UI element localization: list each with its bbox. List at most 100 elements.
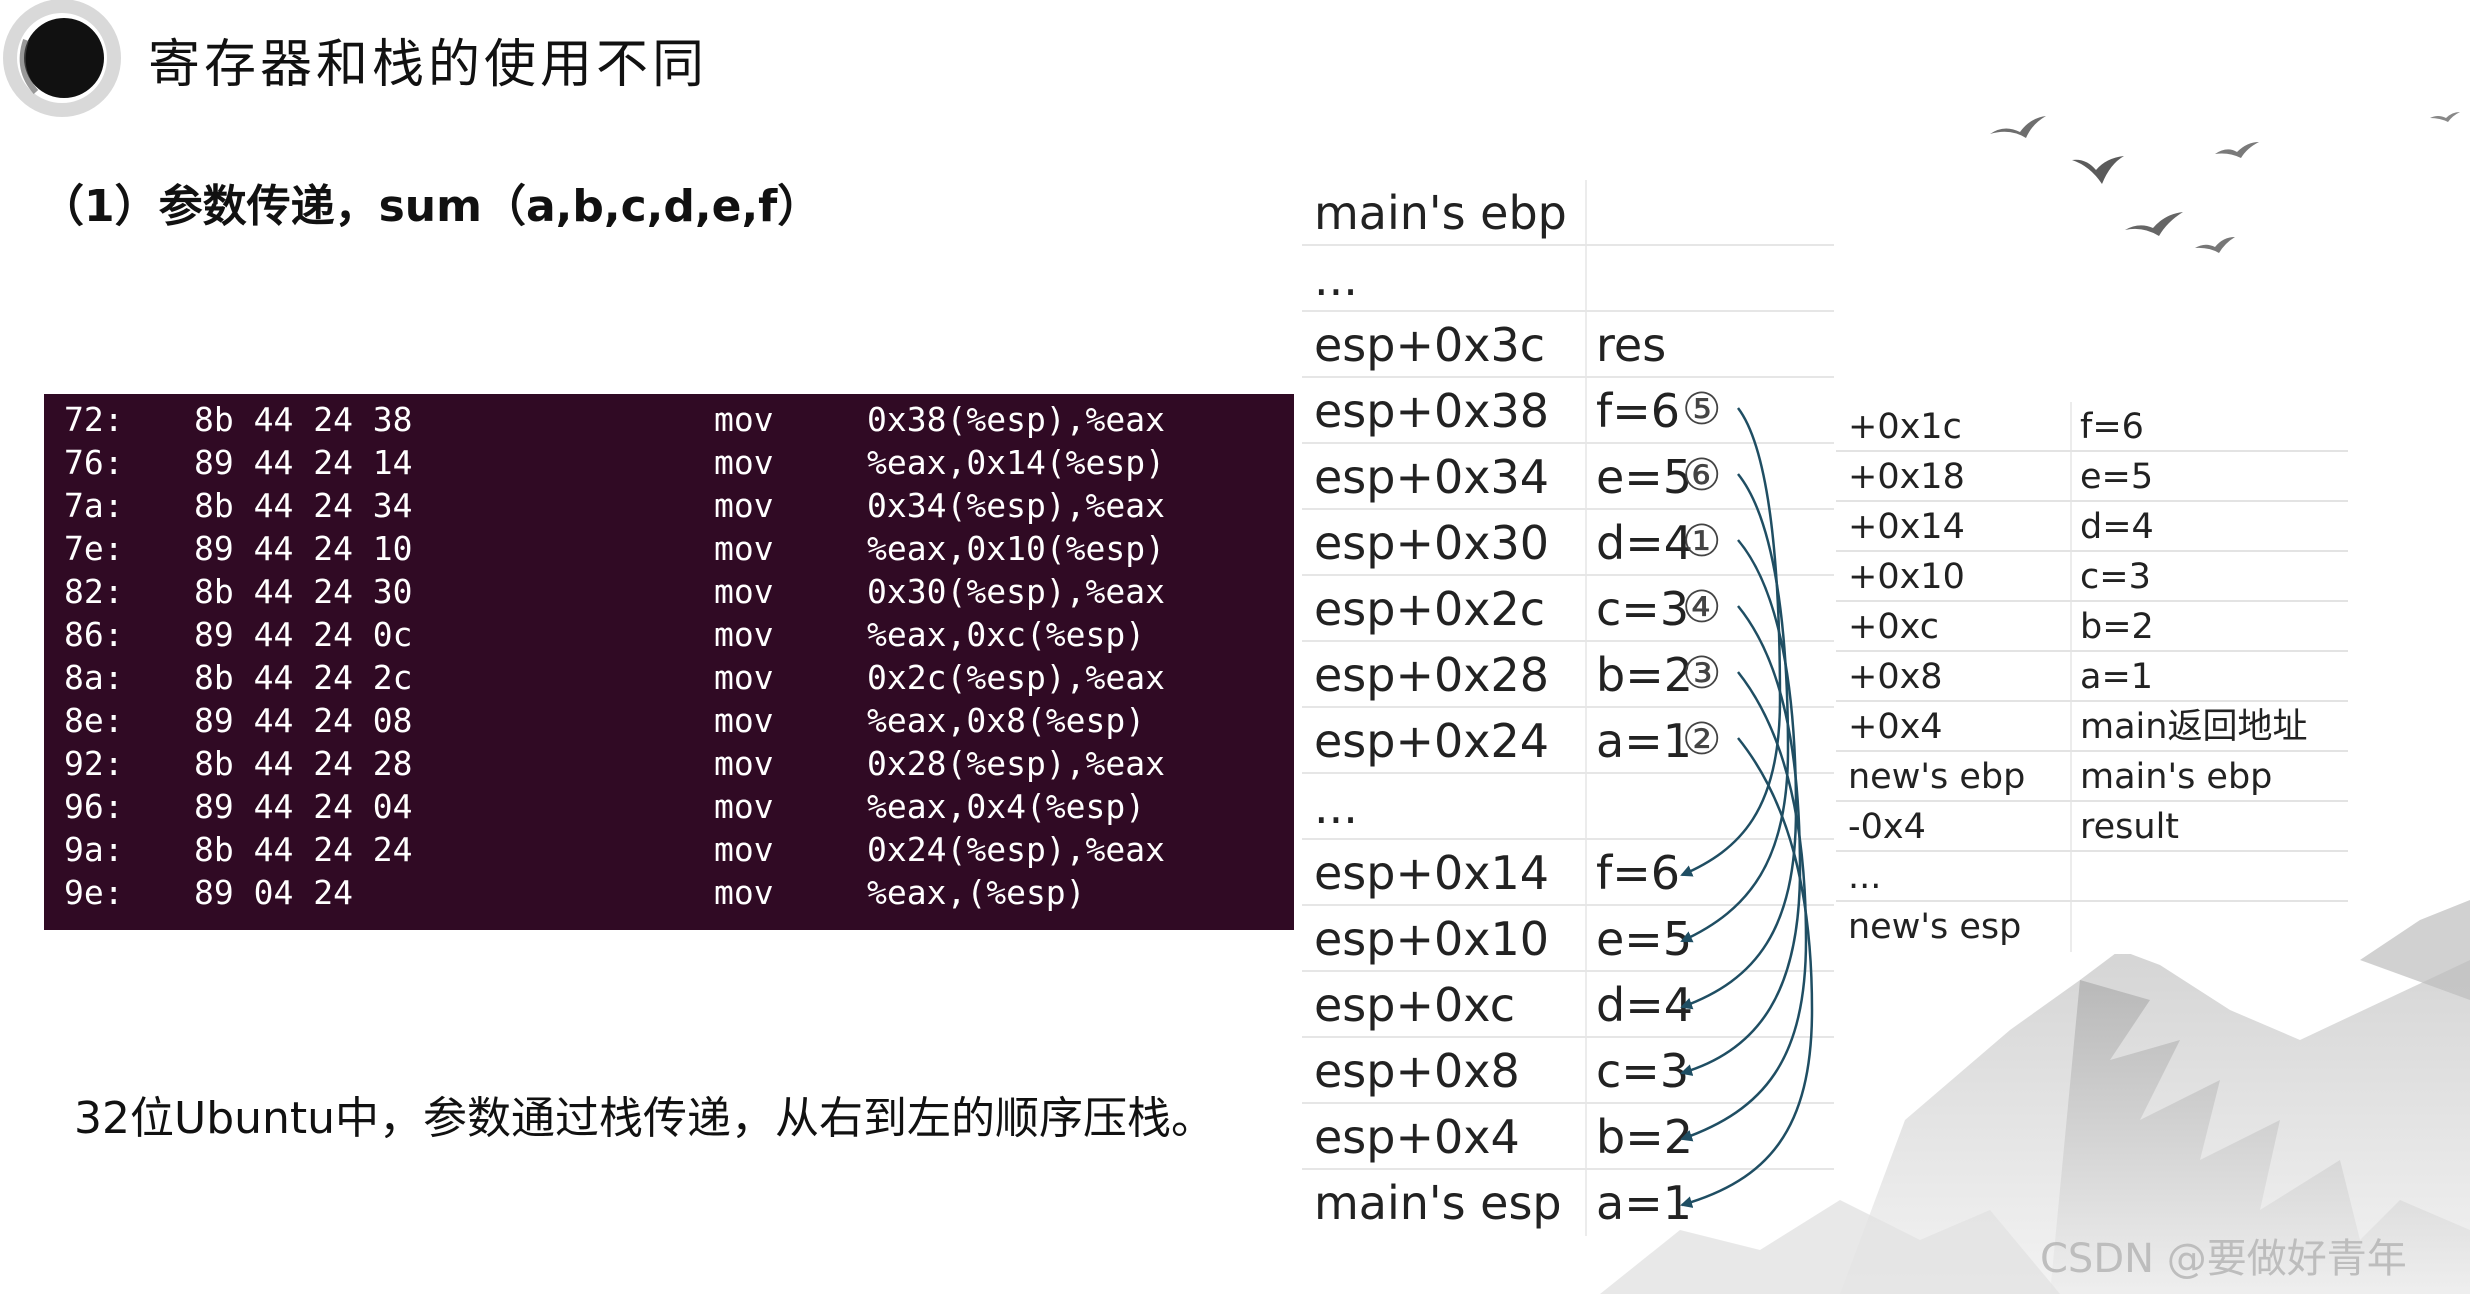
asm-opcode: mov [714,527,774,570]
asm-address: 9a: [64,828,124,871]
asm-bytes: 89 44 24 08 [194,699,413,742]
frame-value: b=2 [2080,602,2154,652]
stack-address: main's esp [1314,1170,1562,1236]
asm-address: 9e: [64,871,124,914]
stack-row: esp+0x3c res [1302,312,1834,378]
asm-operands: 0x34(%esp),%eax [867,484,1165,527]
asm-line: 9a: 8b 44 24 24 mov 0x24(%esp),%eax [44,828,123,871]
frame-table: +0x1c f=6 +0x18 e=5 +0x14 d=4 +0x10 c=3 … [1836,402,2348,954]
frame-offset: -0x4 [1848,802,1926,852]
frame-value: e=5 [2080,452,2153,502]
asm-operands: %eax,0x14(%esp) [867,441,1165,484]
asm-bytes: 89 44 24 10 [194,527,413,570]
order-marker: ④ [1682,582,1721,633]
explanation-note: 32位Ubuntu中，参数通过栈传递，从右到左的顺序压栈。 [74,1082,1215,1146]
asm-bytes: 8b 44 24 24 [194,828,413,871]
asm-bytes: 8b 44 24 38 [194,398,413,441]
terminal-disassembly: 72: 8b 44 24 38 mov 0x38(%esp),%eax 76: … [44,394,1294,930]
asm-operands: %eax,(%esp) [867,871,1086,914]
asm-operands: 0x28(%esp),%eax [867,742,1165,785]
asm-operands: 0x30(%esp),%eax [867,570,1165,613]
arrow-a [1682,738,1812,1205]
stack-row: ... [1302,246,1834,312]
asm-line: 9e: 89 04 24 mov %eax,(%esp) [44,871,123,914]
frame-value: c=3 [2080,552,2151,602]
bird-icon [2215,142,2259,158]
asm-address: 8e: [64,699,124,742]
stack-address: esp+0x14 [1314,840,1549,906]
frame-value: main返回地址 [2080,702,2307,752]
asm-opcode: mov [714,441,774,484]
birds-decoration [1960,100,2470,270]
frame-row: -0x4 result [1836,802,2348,852]
asm-opcode: mov [714,570,774,613]
frame-row: new's ebp main's ebp [1836,752,2348,802]
frame-offset: +0xc [1848,602,1939,652]
stack-row: main's ebp [1302,180,1834,246]
frame-row: ... [1836,852,2348,902]
watermark: CSDN @要做好青年 [2040,1226,2407,1284]
asm-operands: %eax,0x10(%esp) [867,527,1165,570]
frame-offset: +0x14 [1848,502,1965,552]
asm-line: 8a: 8b 44 24 2c mov 0x2c(%esp),%eax [44,656,123,699]
asm-opcode: mov [714,828,774,871]
stack-address: esp+0x38 [1314,378,1549,444]
frame-row: +0x14 d=4 [1836,502,2348,552]
asm-bytes: 89 44 24 0c [194,613,413,656]
asm-line: 96: 89 44 24 04 mov %eax,0x4(%esp) [44,785,123,828]
frame-offset: +0x8 [1848,652,1943,702]
asm-address: 76: [64,441,124,484]
ink-circle-logo [0,0,130,125]
asm-address: 92: [64,742,124,785]
asm-opcode: mov [714,871,774,914]
asm-address: 86: [64,613,124,656]
stack-value: res [1596,312,1666,378]
stack-address: ... [1314,246,1358,312]
stack-address: ... [1314,774,1358,840]
asm-bytes: 89 44 24 04 [194,785,413,828]
stack-address: esp+0x8 [1314,1038,1520,1104]
stack-address: esp+0x24 [1314,708,1549,774]
frame-offset: +0x1c [1848,402,1962,452]
asm-bytes: 89 04 24 [194,871,353,914]
bird-icon [2195,237,2235,253]
asm-address: 7e: [64,527,124,570]
frame-row: +0x18 e=5 [1836,452,2348,502]
frame-row: +0x4 main返回地址 [1836,702,2348,752]
stack-address: esp+0x2c [1314,576,1545,642]
order-marker: ③ [1682,648,1721,699]
asm-line: 7a: 8b 44 24 34 mov 0x34(%esp),%eax [44,484,123,527]
asm-bytes: 8b 44 24 30 [194,570,413,613]
asm-operands: 0x2c(%esp),%eax [867,656,1165,699]
stack-address: esp+0x28 [1314,642,1549,708]
asm-operands: %eax,0x4(%esp) [867,785,1145,828]
bird-icon [2430,112,2460,122]
frame-offset: new's esp [1848,902,2021,952]
page-title: 寄存器和栈的使用不同 [148,22,708,97]
asm-bytes: 8b 44 24 28 [194,742,413,785]
asm-line: 7e: 89 44 24 10 mov %eax,0x10(%esp) [44,527,123,570]
asm-bytes: 89 44 24 14 [194,441,413,484]
asm-line: 72: 8b 44 24 38 mov 0x38(%esp),%eax [44,398,123,441]
frame-row: +0x1c f=6 [1836,402,2348,452]
bird-icon [1990,116,2046,138]
asm-bytes: 8b 44 24 2c [194,656,413,699]
asm-address: 72: [64,398,124,441]
asm-operands: %eax,0xc(%esp) [867,613,1145,656]
stack-address: esp+0x3c [1314,312,1545,378]
asm-address: 96: [64,785,124,828]
frame-offset: +0x4 [1848,702,1943,752]
section-subtitle: （1）参数传递，sum（a,b,c,d,e,f） [40,170,821,234]
asm-opcode: mov [714,613,774,656]
order-marker: ⑤ [1682,384,1721,435]
order-marker: ⑥ [1682,450,1721,501]
stack-address: esp+0x10 [1314,906,1549,972]
stack-address: main's ebp [1314,180,1567,246]
frame-row: new's esp [1836,902,2348,952]
frame-row: +0xc b=2 [1836,602,2348,652]
stack-address: esp+0xc [1314,972,1515,1038]
asm-line: 86: 89 44 24 0c mov %eax,0xc(%esp) [44,613,123,656]
frame-row: +0x10 c=3 [1836,552,2348,602]
asm-operands: 0x38(%esp),%eax [867,398,1165,441]
asm-address: 8a: [64,656,124,699]
